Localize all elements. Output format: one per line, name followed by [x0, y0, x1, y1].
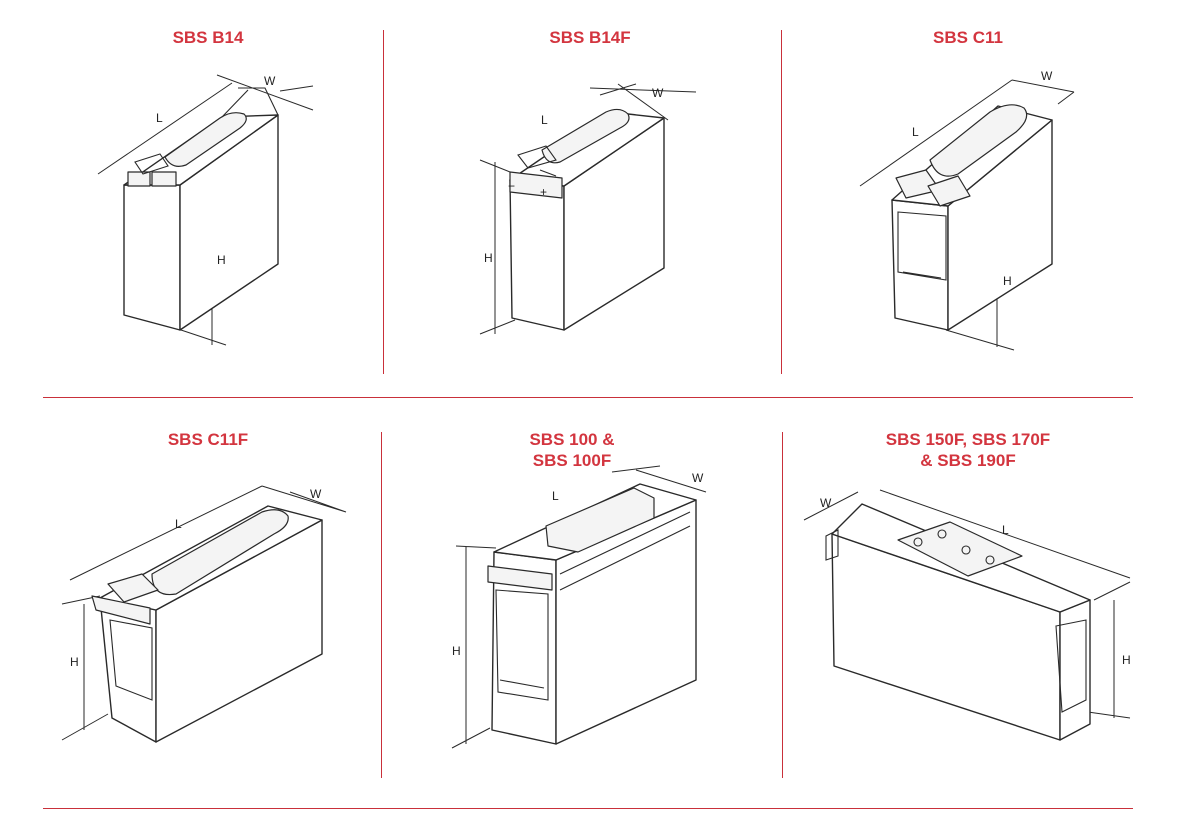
length-label: L — [552, 489, 559, 503]
height-label: H — [217, 253, 226, 267]
width-label: W — [310, 487, 322, 501]
width-label: W — [264, 74, 276, 88]
product-title-sbs-b14f: SBS B14F — [549, 28, 631, 47]
product-title-sbs-c11: SBS C11 — [933, 28, 1003, 47]
width-label: W — [652, 86, 664, 100]
product-title-sbs-b14: SBS B14 — [172, 28, 244, 47]
height-label: H — [1003, 274, 1012, 288]
height-label: H — [484, 251, 493, 265]
length-label: L — [541, 113, 548, 127]
length-label: L — [912, 125, 919, 139]
product-title-sbs-100: SBS 100 & SBS 100F — [529, 430, 615, 470]
length-label: L — [175, 517, 182, 531]
height-label: H — [1122, 653, 1131, 667]
width-label: W — [1041, 69, 1053, 83]
row-divider — [43, 397, 1133, 398]
width-label: W — [692, 471, 704, 485]
column-divider — [781, 30, 782, 374]
column-divider — [383, 30, 384, 374]
length-label: L — [156, 111, 163, 125]
row-divider — [43, 808, 1133, 809]
column-divider — [782, 432, 783, 778]
height-label: H — [452, 644, 461, 658]
width-label: W — [820, 496, 832, 510]
svg-text:+: + — [540, 185, 547, 199]
svg-text:−: − — [508, 179, 515, 193]
column-divider — [381, 432, 382, 778]
length-label: L — [1002, 523, 1009, 537]
product-title-sbs-c11f: SBS C11F — [167, 430, 249, 449]
height-label: H — [70, 655, 79, 669]
product-title-sbs-150f: SBS 150F, SBS 170F & SBS 190F — [885, 430, 1051, 470]
